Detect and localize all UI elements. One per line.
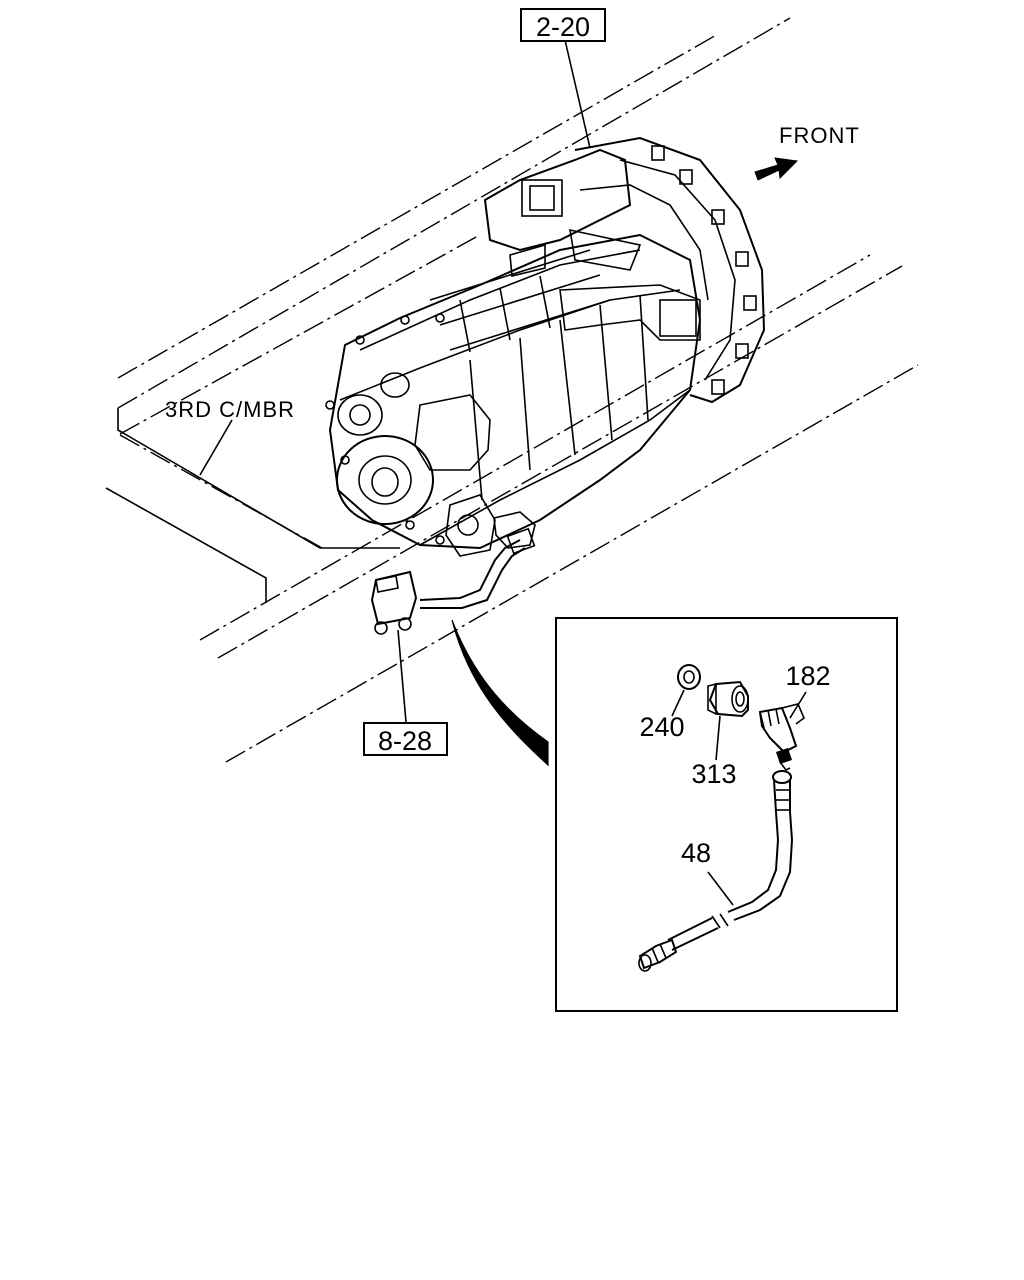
adapter-313 bbox=[707, 680, 749, 718]
leader-lines bbox=[199, 39, 591, 723]
detail-inset-box bbox=[555, 617, 898, 1012]
front-label: FRONT bbox=[779, 123, 860, 148]
elbow-fitting-182 bbox=[758, 703, 805, 772]
part-48-label[interactable]: 48 bbox=[681, 838, 711, 868]
washer-240 bbox=[677, 664, 701, 690]
third-crossmember bbox=[105, 408, 400, 603]
part-240-label[interactable]: 240 bbox=[639, 712, 684, 742]
part-182-label[interactable]: 182 bbox=[785, 661, 830, 691]
part-313-label[interactable]: 313 bbox=[691, 759, 736, 789]
detail-callout-wedge bbox=[451, 619, 549, 767]
ref-8-28-box bbox=[363, 722, 448, 756]
front-arrow-icon bbox=[754, 157, 799, 181]
crossmember-label: 3RD C/MBR bbox=[165, 397, 295, 422]
frame-rails bbox=[117, 17, 919, 763]
ref-2-20-box bbox=[520, 8, 606, 42]
speed-sensor-line bbox=[370, 527, 536, 635]
ref-2-20-label[interactable]: 2-20 bbox=[536, 12, 590, 42]
tube-48 bbox=[638, 770, 794, 972]
transmission-assembly bbox=[325, 136, 766, 557]
inset-parts bbox=[638, 664, 807, 972]
ref-8-28-label[interactable]: 8-28 bbox=[378, 726, 432, 756]
